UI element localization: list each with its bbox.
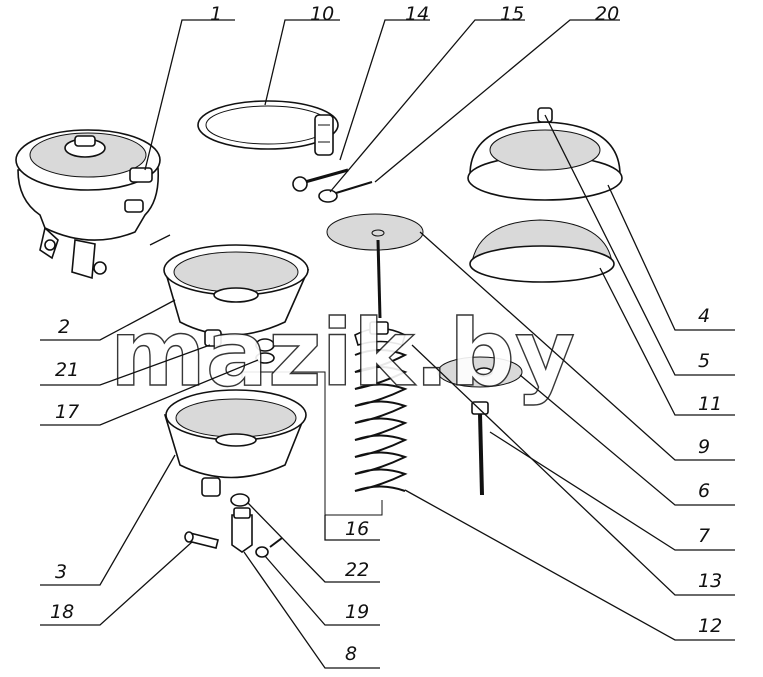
label-16: 16 [345,518,369,540]
part-17-washer [255,352,275,364]
part-5-diaphragm [469,219,615,283]
label-7: 7 [698,525,710,547]
label-10: 10 [310,3,334,25]
part-21-nut [255,338,275,352]
part-13-spring-seat [354,321,406,347]
part-2-housing-bowl [163,244,310,347]
part-22-locknut [230,493,250,507]
label-14: 14 [405,3,429,25]
part-19-pin-washer [255,537,283,558]
label-21: 21 [55,359,79,381]
watermark-text: mazik.by [110,300,575,407]
label-4: 4 [698,305,710,327]
label-19: 19 [345,601,369,623]
part-14-bolt [292,168,349,192]
label-17: 17 [55,401,79,423]
label-5: 5 [698,350,710,372]
leader-lines [40,19,735,669]
part-number-labels: 1 10 14 15 20 4 5 11 9 6 7 13 12 2 21 17… [50,3,722,665]
label-18: 18 [50,601,74,623]
part-1-assembled-brake-chamber [15,129,161,280]
label-9: 9 [698,436,710,458]
label-12: 12 [698,615,722,637]
label-8: 8 [345,643,357,665]
part-3-lower-bowl [163,389,307,497]
label-13: 13 [698,570,722,592]
part-18-clevis-pin [184,531,219,549]
part-6-pressure-disc [437,356,523,388]
label-6: 6 [698,480,710,502]
part-4-upper-cover [467,107,623,201]
part-16-bracket [241,371,383,516]
part-10-clamp-ring [197,100,339,156]
part-7-long-bolt [471,401,489,496]
label-15: 15 [500,3,524,25]
label-20: 20 [595,3,619,25]
label-2: 2 [58,316,70,338]
label-22: 22 [345,559,369,581]
label-3: 3 [55,561,67,583]
part-12-return-spring [354,349,408,492]
label-1: 1 [210,3,222,25]
part-8-clevis-fork [231,507,253,553]
part-15-nut [318,181,373,203]
part-20-pushrod-plate [326,213,424,319]
label-11: 11 [698,393,722,415]
